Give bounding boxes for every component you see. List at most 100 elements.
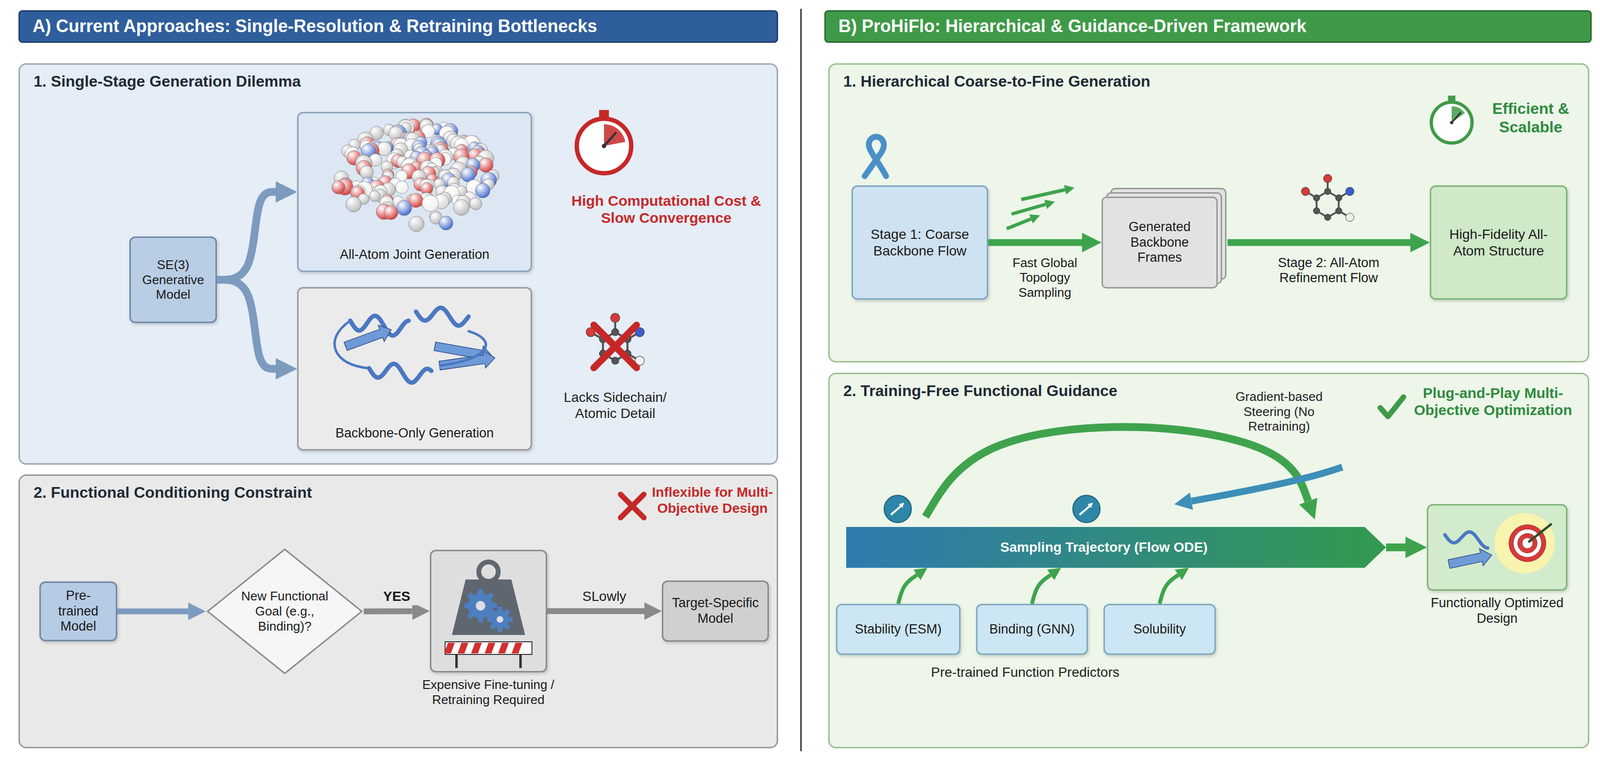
model-box: Pre-trained Model bbox=[39, 581, 118, 641]
barrier-stripe bbox=[484, 642, 496, 654]
atom-sphere bbox=[331, 180, 345, 194]
atom-sphere bbox=[369, 190, 381, 202]
warning-note: Inflexible for Multi-Objective Design bbox=[651, 483, 774, 516]
panel-heading: 2. Training-Free Functional Guidance bbox=[843, 381, 1118, 401]
connector-arrow bbox=[898, 574, 918, 604]
icon-box bbox=[1426, 503, 1568, 591]
connector-arrow bbox=[117, 608, 189, 615]
atom-sphere bbox=[475, 182, 490, 198]
barrier-stripe bbox=[511, 642, 523, 654]
edge-label: SLowly bbox=[570, 586, 639, 605]
all-atom-box: All-Atom Joint Generation bbox=[297, 111, 533, 272]
node-label: SE(3) Generative Model bbox=[137, 257, 209, 303]
molecule-icon bbox=[1301, 174, 1354, 222]
atom-sphere bbox=[453, 199, 470, 216]
divider bbox=[800, 8, 802, 751]
node-label: Solubility bbox=[1133, 621, 1186, 638]
edge-label: Stage 2: All-Atom Refinement Flow bbox=[1275, 254, 1383, 288]
gradient-icon bbox=[884, 495, 912, 523]
connector-arrow bbox=[1031, 574, 1051, 604]
edge-label: Fast Global Topology Sampling bbox=[994, 254, 1097, 302]
panel-header: B) ProHiFlo: Hierarchical & Guidance-Dri… bbox=[824, 10, 1592, 43]
benefit-note: Plug-and-Play Multi-Objective Optimizati… bbox=[1412, 384, 1574, 419]
node-label: Generated Backbone Frames bbox=[1108, 219, 1211, 267]
gear-hole bbox=[496, 615, 504, 623]
check-mark bbox=[1380, 396, 1404, 417]
decision-diamond: New Functional Goal (e.g., Binding)? bbox=[205, 547, 364, 676]
helix bbox=[416, 307, 469, 326]
gear bbox=[467, 592, 494, 619]
connector-arrow bbox=[988, 239, 1083, 247]
node-label: Target-Specific Model bbox=[670, 595, 761, 627]
atom-sphere bbox=[439, 215, 454, 231]
edge-label: YES bbox=[372, 586, 422, 605]
glow bbox=[1494, 512, 1555, 573]
icon-box bbox=[429, 549, 548, 673]
label-wrap: High Computational Cost & Slow Convergen… bbox=[564, 192, 769, 227]
stopwatch-icon bbox=[576, 109, 632, 174]
group-caption: Pre-trained Function Predictors bbox=[879, 663, 1172, 680]
loop bbox=[334, 320, 370, 369]
atom-sphere bbox=[377, 142, 392, 157]
panel-heading: 1. Hierarchical Coarse-to-Fine Generatio… bbox=[843, 72, 1151, 91]
speed-line bbox=[1021, 189, 1066, 200]
connector-arrow bbox=[1159, 574, 1179, 604]
label-wrap: Efficient & Scalable bbox=[1478, 99, 1583, 137]
edge-label-wrap: Fast Global Topology Sampling bbox=[994, 254, 1097, 302]
connector-arrow bbox=[363, 607, 413, 614]
panel-heading: B) ProHiFlo: Hierarchical & Guidance-Dri… bbox=[838, 16, 1307, 37]
illustration bbox=[1428, 505, 1566, 589]
barrier-stripe bbox=[470, 642, 482, 654]
connector-arrow bbox=[1386, 543, 1406, 552]
ribbon-icon bbox=[864, 136, 887, 177]
illustration bbox=[298, 288, 534, 417]
connector-arrow bbox=[1227, 239, 1411, 247]
connector-arrow bbox=[216, 279, 276, 369]
model-box: SE(3) Generative Model bbox=[129, 236, 217, 323]
barrier-stripe bbox=[497, 642, 509, 654]
panel-header: A) Current Approaches: Single-Resolution… bbox=[18, 10, 779, 43]
beta-strand bbox=[1447, 546, 1494, 573]
edge-label-wrap: YES bbox=[372, 586, 422, 605]
atom-sphere bbox=[383, 205, 398, 220]
weight-handle bbox=[478, 561, 498, 582]
node-label: Backbone-Only Generation bbox=[335, 425, 495, 442]
barrier-leg bbox=[518, 654, 522, 668]
barrier bbox=[444, 641, 533, 655]
gear-hole bbox=[475, 600, 486, 611]
target-ring bbox=[1509, 524, 1547, 562]
atom-sphere bbox=[408, 215, 425, 232]
node-label: New Functional Goal (e.g., Binding)? bbox=[236, 588, 334, 634]
barrier-stripe bbox=[457, 642, 468, 654]
beta-strand bbox=[438, 349, 497, 375]
node-label: Stage 1: Coarse Backbone Flow bbox=[859, 226, 980, 259]
connector-arrow bbox=[547, 607, 645, 614]
node-label: Sampling Trajectory (Flow ODE) bbox=[1000, 538, 1208, 555]
helix bbox=[1444, 531, 1488, 548]
gradient-icon bbox=[1072, 495, 1101, 523]
backbone-box: Backbone-Only Generation bbox=[297, 286, 533, 451]
weight-body bbox=[451, 579, 525, 635]
guidance-arc bbox=[925, 426, 1309, 517]
design-box: Functionally Optimized Design bbox=[1426, 503, 1568, 627]
node-label: Pre-trained Model bbox=[47, 587, 109, 635]
note: Gradient-based Steering (No Retraining) bbox=[1215, 389, 1343, 434]
label-wrap: Pre-trained Function Predictors bbox=[879, 663, 1172, 680]
cross-icon bbox=[620, 494, 644, 518]
barrier-leg bbox=[455, 654, 458, 668]
benefit-note: Efficient & Scalable bbox=[1478, 99, 1583, 137]
trajectory-band: Sampling Trajectory (Flow ODE) bbox=[846, 526, 1387, 568]
barrier-stripe bbox=[444, 642, 455, 654]
node-label: Expensive Fine-tuning / Retraining Requi… bbox=[405, 676, 571, 707]
atom-sphere bbox=[395, 180, 409, 194]
panel-heading: 2. Functional Conditioning Constraint bbox=[33, 483, 312, 502]
retrain-box: Expensive Fine-tuning / Retraining Requi… bbox=[405, 549, 571, 707]
helix bbox=[369, 363, 432, 383]
illustration bbox=[431, 551, 546, 671]
predictor-box: Stability (ESM) bbox=[835, 603, 961, 655]
target-ring bbox=[1513, 528, 1542, 557]
predictor-box: Solubility bbox=[1103, 603, 1216, 655]
output-box: High-Fidelity All-Atom Structure bbox=[1429, 185, 1568, 300]
connector-arrow bbox=[216, 192, 276, 281]
